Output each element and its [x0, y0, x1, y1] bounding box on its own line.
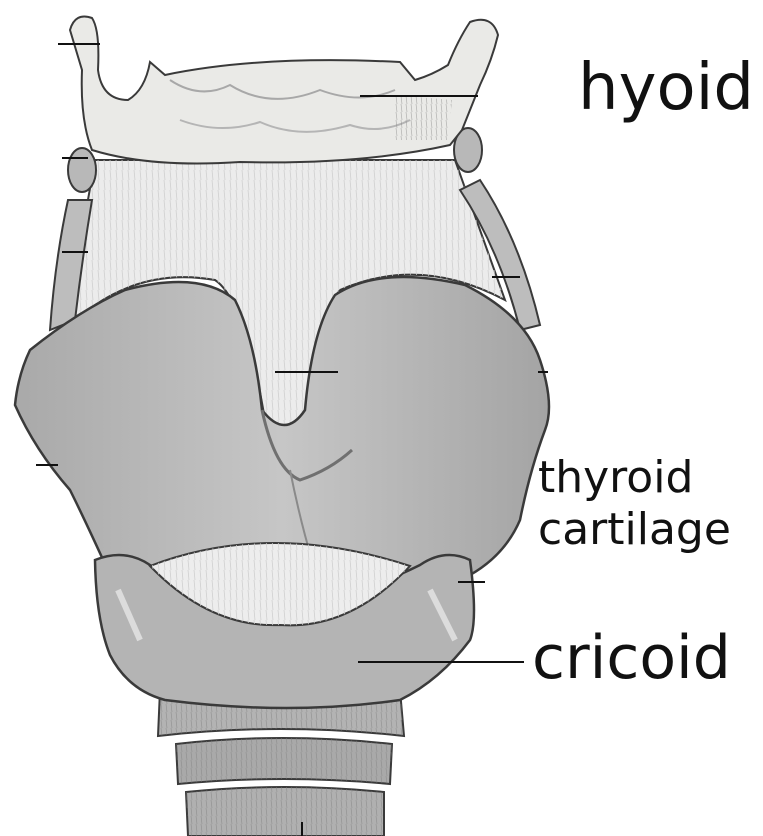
label-cricoid: cricoid — [532, 628, 731, 688]
label-thyroid-line2: cartilage — [538, 504, 731, 556]
tracheal-ring — [186, 787, 384, 836]
hyoid-bone — [70, 17, 498, 164]
label-thyroid-cartilage: thyroid cartilage — [538, 452, 731, 556]
label-hyoid: hyoid — [578, 56, 754, 120]
cricoid-cartilage — [95, 543, 474, 708]
label-thyroid-line1: thyroid — [538, 452, 731, 504]
triticeous-cartilage — [68, 148, 96, 192]
tracheal-ring — [176, 738, 392, 784]
